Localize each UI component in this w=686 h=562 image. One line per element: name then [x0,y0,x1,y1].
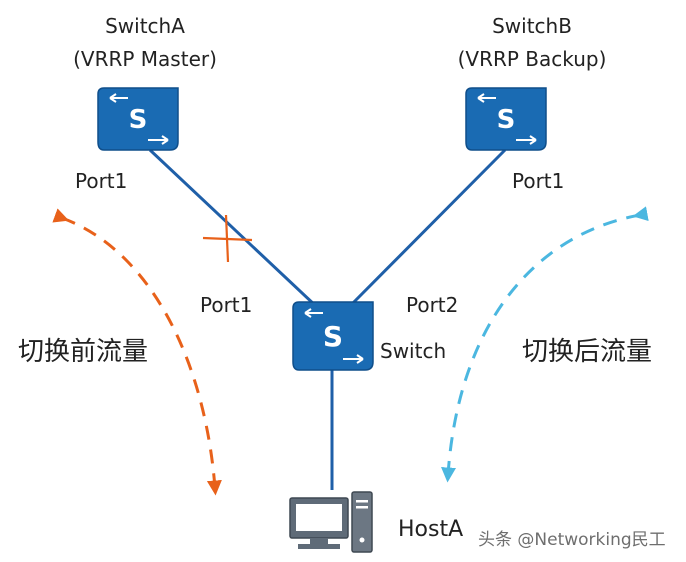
flow-after-label: 切换后流量 [522,337,652,367]
svg-text:S: S [323,320,343,353]
switch-center-port-right: Port2 [406,293,458,317]
flow-before-arrow [52,208,222,496]
switch-a-port: Port1 [75,169,127,193]
svg-text:S: S [497,105,516,135]
switch-b-name: SwitchB [492,14,572,38]
switch-b-port: Port1 [512,169,564,193]
host-a [289,491,373,553]
link-switcha-switch [148,148,320,310]
pc-icon [289,491,373,553]
switch-b-role: (VRRP Backup) [458,47,607,71]
flow-after-arrow [441,206,649,483]
link-switchb-switch [346,148,507,310]
switch-b: S [465,87,547,151]
host-a-name: HostA [398,517,463,542]
switch-center-port-left: Port1 [200,293,252,317]
switch-a: S [97,87,179,151]
switch-icon: S [292,301,374,371]
svg-text:S: S [129,105,148,135]
switch-center: S [292,301,374,371]
switch-icon: S [97,87,179,151]
switch-icon: S [465,87,547,151]
switch-a-role: (VRRP Master) [73,47,217,71]
flow-before-label: 切换前流量 [18,337,148,367]
switch-center-name: Switch [380,339,446,363]
watermark: 头条 @Networking民工 [478,530,666,550]
switch-a-name: SwitchA [105,14,185,38]
